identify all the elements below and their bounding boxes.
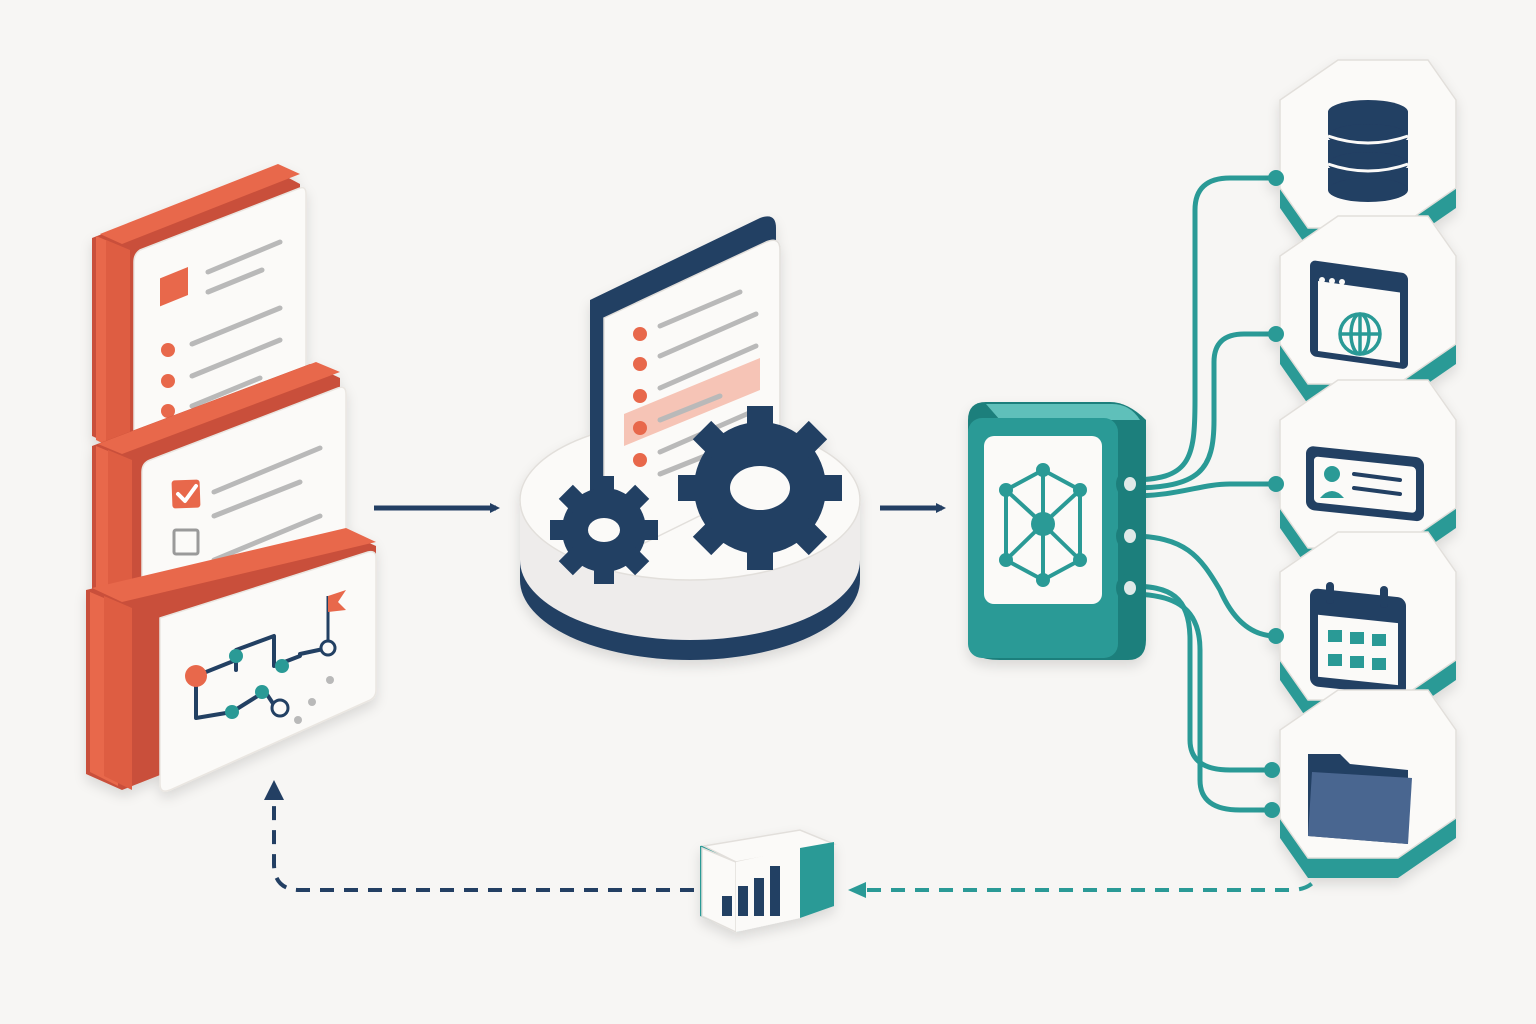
workflow-card bbox=[86, 528, 377, 792]
connector-node bbox=[1268, 628, 1284, 644]
database-icon bbox=[1327, 100, 1409, 202]
input-card-stack bbox=[86, 164, 377, 792]
connector-node bbox=[1264, 762, 1280, 778]
hub-port bbox=[1116, 470, 1140, 498]
connector-node bbox=[1268, 476, 1284, 492]
integration-hub bbox=[968, 402, 1146, 660]
list-card-icon bbox=[160, 239, 283, 418]
calendar-icon bbox=[1310, 582, 1406, 696]
connector-node bbox=[1268, 170, 1284, 186]
hub-port bbox=[1116, 522, 1140, 550]
gear-large-icon bbox=[678, 406, 842, 570]
gear-small-icon bbox=[550, 476, 658, 584]
integration-targets bbox=[1264, 59, 1457, 878]
feedback-line-teal bbox=[862, 861, 1322, 892]
hub-connectors bbox=[1127, 175, 1279, 813]
processor-unit bbox=[519, 216, 861, 660]
hub-ports bbox=[1116, 470, 1140, 602]
connector-node bbox=[1264, 802, 1280, 818]
profile-node bbox=[1279, 379, 1457, 568]
network-graph-icon bbox=[999, 463, 1087, 587]
connector-node bbox=[1268, 326, 1284, 342]
folder-icon bbox=[1308, 754, 1412, 844]
id-card-icon bbox=[1306, 446, 1424, 522]
feedback-arrowhead-navy bbox=[264, 780, 284, 800]
database-node bbox=[1279, 59, 1457, 248]
analytics-cube bbox=[700, 829, 837, 934]
bar-chart-icon bbox=[722, 866, 780, 916]
calendar-node bbox=[1279, 531, 1457, 720]
list-card bbox=[92, 164, 307, 457]
hub-port bbox=[1116, 574, 1140, 602]
feedback-line-navy bbox=[272, 800, 694, 892]
highlight-row bbox=[624, 358, 760, 446]
feedback-arrowhead-teal bbox=[848, 882, 866, 898]
flag-icon bbox=[328, 590, 346, 612]
folder-node bbox=[1279, 689, 1457, 878]
workflow-map-icon bbox=[185, 590, 346, 724]
browser-node bbox=[1279, 215, 1457, 404]
web-browser-icon bbox=[1310, 260, 1408, 369]
